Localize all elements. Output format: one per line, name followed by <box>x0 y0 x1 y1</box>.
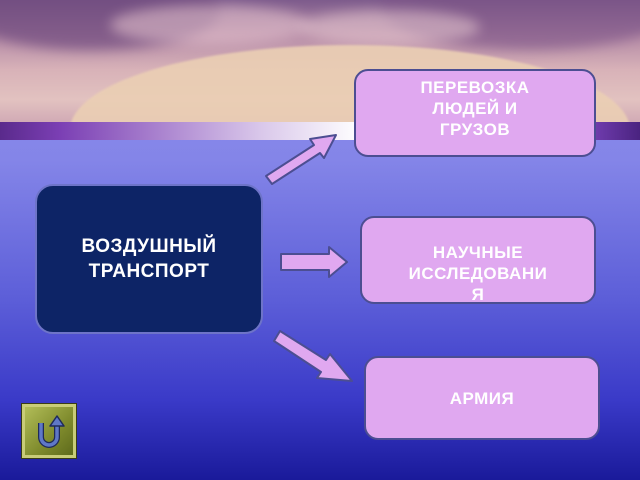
target-box-research: НАУЧНЫЕ ИССЛЕДОВАНИ Я <box>360 216 596 304</box>
arrow-to-army <box>273 330 353 382</box>
target-box-transportation: ПЕРЕВОЗКА ЛЮДЕЙ И ГРУЗОВ <box>354 69 596 157</box>
back-button[interactable] <box>22 404 76 458</box>
target-label-army: АРМИЯ <box>449 388 515 408</box>
source-box-air-transport: ВОЗДУШНЫЙ ТРАНСПОРТ <box>35 184 263 334</box>
source-label: ВОЗДУШНЫЙ ТРАНСПОРТ <box>81 236 217 282</box>
return-arrow-icon <box>38 415 65 448</box>
target-label-transportation: ПЕРЕВОЗКА ЛЮДЕЙ И ГРУЗОВ <box>420 78 530 139</box>
target-box-army: АРМИЯ <box>364 356 600 440</box>
target-label-research: НАУЧНЫЕ ИССЛЕДОВАНИ Я <box>408 243 548 304</box>
arrow-to-science <box>280 246 348 278</box>
arrow-to-transport <box>265 134 337 185</box>
